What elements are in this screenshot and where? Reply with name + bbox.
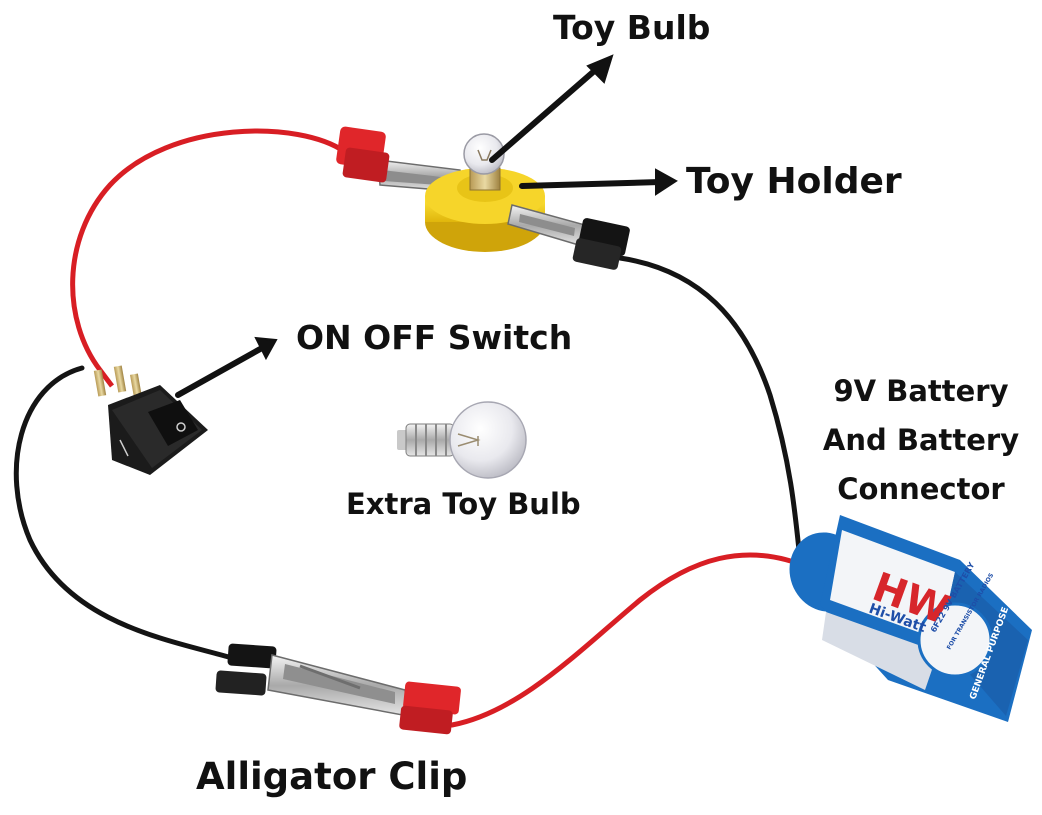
switch-icon (93, 365, 208, 475)
battery-icon: HW Hi-Watt 6F22 9V BATTERY FOR TRANSISTO… (789, 515, 1032, 722)
alligator-clip-icon (215, 643, 461, 735)
bulb-icon (463, 133, 505, 175)
label-extra-toy-bulb: Extra Toy Bulb (346, 487, 581, 521)
bulb-icon (397, 401, 527, 479)
label-alligator-clip: Alligator Clip (196, 755, 468, 798)
black-wire-left (13, 365, 235, 661)
arrow-icon (175, 336, 278, 398)
red-wire-top (70, 128, 348, 373)
toy-holder-assembly (336, 126, 630, 270)
label-toy-holder: Toy Holder (686, 161, 902, 202)
label-on-off-switch: ON OFF Switch (296, 318, 573, 357)
red-wire-bottom (449, 552, 813, 728)
black-wire-right (617, 255, 803, 563)
label-toy-bulb: Toy Bulb (553, 8, 711, 47)
arrows (175, 54, 678, 398)
wires (13, 128, 813, 728)
alligator-clip-icon (507, 204, 630, 270)
arrow-icon (489, 54, 614, 163)
label-battery: 9V Battery And Battery Connector (822, 374, 1020, 506)
arrow-icon (519, 168, 678, 196)
